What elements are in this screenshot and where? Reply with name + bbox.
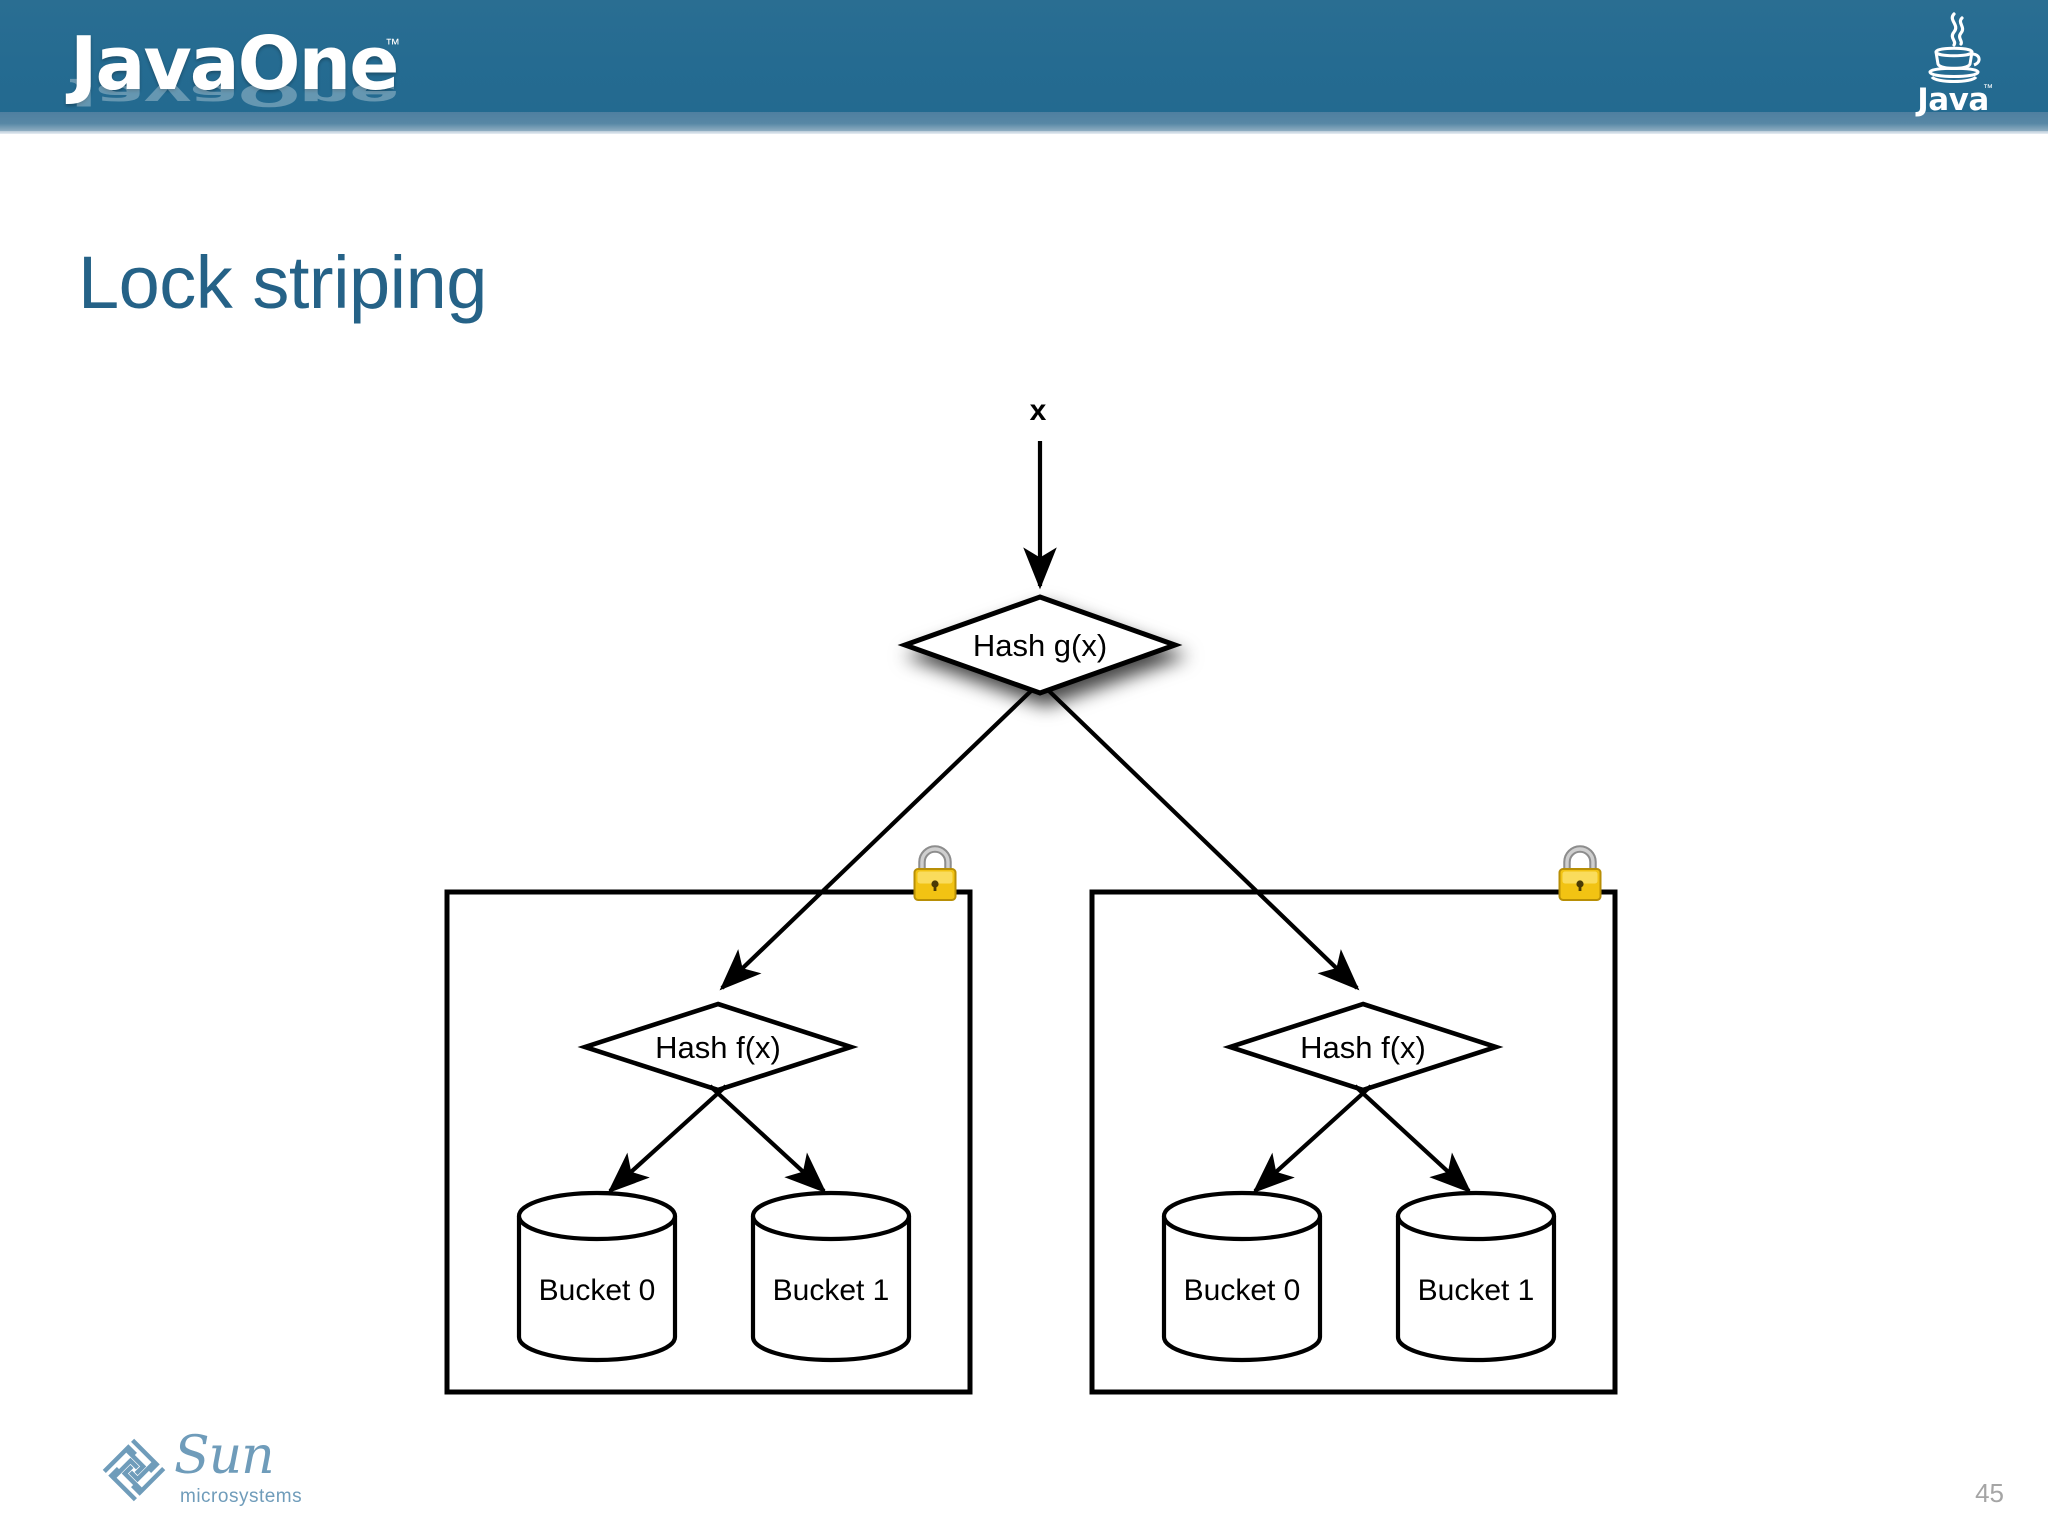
arrow-hash-g-to-stripe-0: [719, 688, 1034, 991]
sun-microsystems-logo: Sun microsystems: [96, 1426, 326, 1514]
stripe-0-box: [444, 889, 973, 1395]
stripe-1-hash-f-node: [1222, 1001, 1504, 1093]
stripe-1-padlock-icon: [1558, 845, 1602, 901]
stripe-1-bucket-0: Bucket 0: [1161, 1190, 1323, 1363]
stripe-0-bucket-0-label: Bucket 0: [539, 1274, 656, 1307]
header-band: [0, 0, 2048, 112]
page-number: 45: [1975, 1478, 2004, 1508]
stripe-1-box: [1089, 889, 1618, 1395]
hash-g-label: Hash g(x): [973, 628, 1107, 663]
javaone-trademark: ™: [385, 36, 400, 53]
sun-wordmark: Sun: [174, 1426, 275, 1486]
hash-g-node: [897, 594, 1183, 696]
java-trademark: ™: [1983, 83, 1993, 94]
stripe-0-bucket-1: Bucket 1: [750, 1190, 912, 1363]
stripe-0-padlock-icon: [913, 845, 957, 901]
java-coffee-cup-icon: [1928, 12, 1981, 83]
input-label-x: x: [1030, 394, 1047, 427]
stripe-1-bucket-1: Bucket 1: [1395, 1190, 1557, 1363]
java-wordmark: Java: [1917, 82, 1989, 118]
javaone-logo: JavaOne JavaOne: [70, 18, 400, 128]
arrow-stripe-0-hash-to-bucket-1: [708, 1084, 827, 1194]
stripe-1-bucket-0-label: Bucket 0: [1184, 1274, 1301, 1307]
javaone-wordmark-reflection: JavaOne: [70, 78, 398, 110]
arrow-stripe-1-hash-to-bucket-0: [1252, 1084, 1373, 1194]
stripe-1-hash-f-label: Hash f(x): [1300, 1030, 1426, 1065]
arrow-stripe-1-hash-to-bucket-1: [1353, 1084, 1472, 1194]
javaone-wordmark: JavaOne: [70, 21, 399, 107]
header-divider: [0, 131, 2048, 134]
sun-tagline: microsystems: [180, 1486, 303, 1507]
sun-diamond-mark-icon: [102, 1438, 166, 1502]
stripe-0-bucket-0: Bucket 0: [516, 1190, 678, 1363]
stripe-0-hash-f-node: [577, 1001, 859, 1093]
stripe-1-bucket-1-label: Bucket 1: [1418, 1274, 1535, 1307]
arrow-stripe-0-hash-to-bucket-0: [607, 1084, 728, 1194]
page-title: Lock striping: [78, 241, 487, 324]
stripe-0-hash-f-label: Hash f(x): [655, 1030, 781, 1065]
arrow-hash-g-to-stripe-1: [1046, 688, 1360, 991]
header-band-light: [0, 112, 2048, 131]
java-logo: Java ™: [1910, 6, 1996, 124]
stripe-0-bucket-1-label: Bucket 1: [773, 1274, 890, 1307]
